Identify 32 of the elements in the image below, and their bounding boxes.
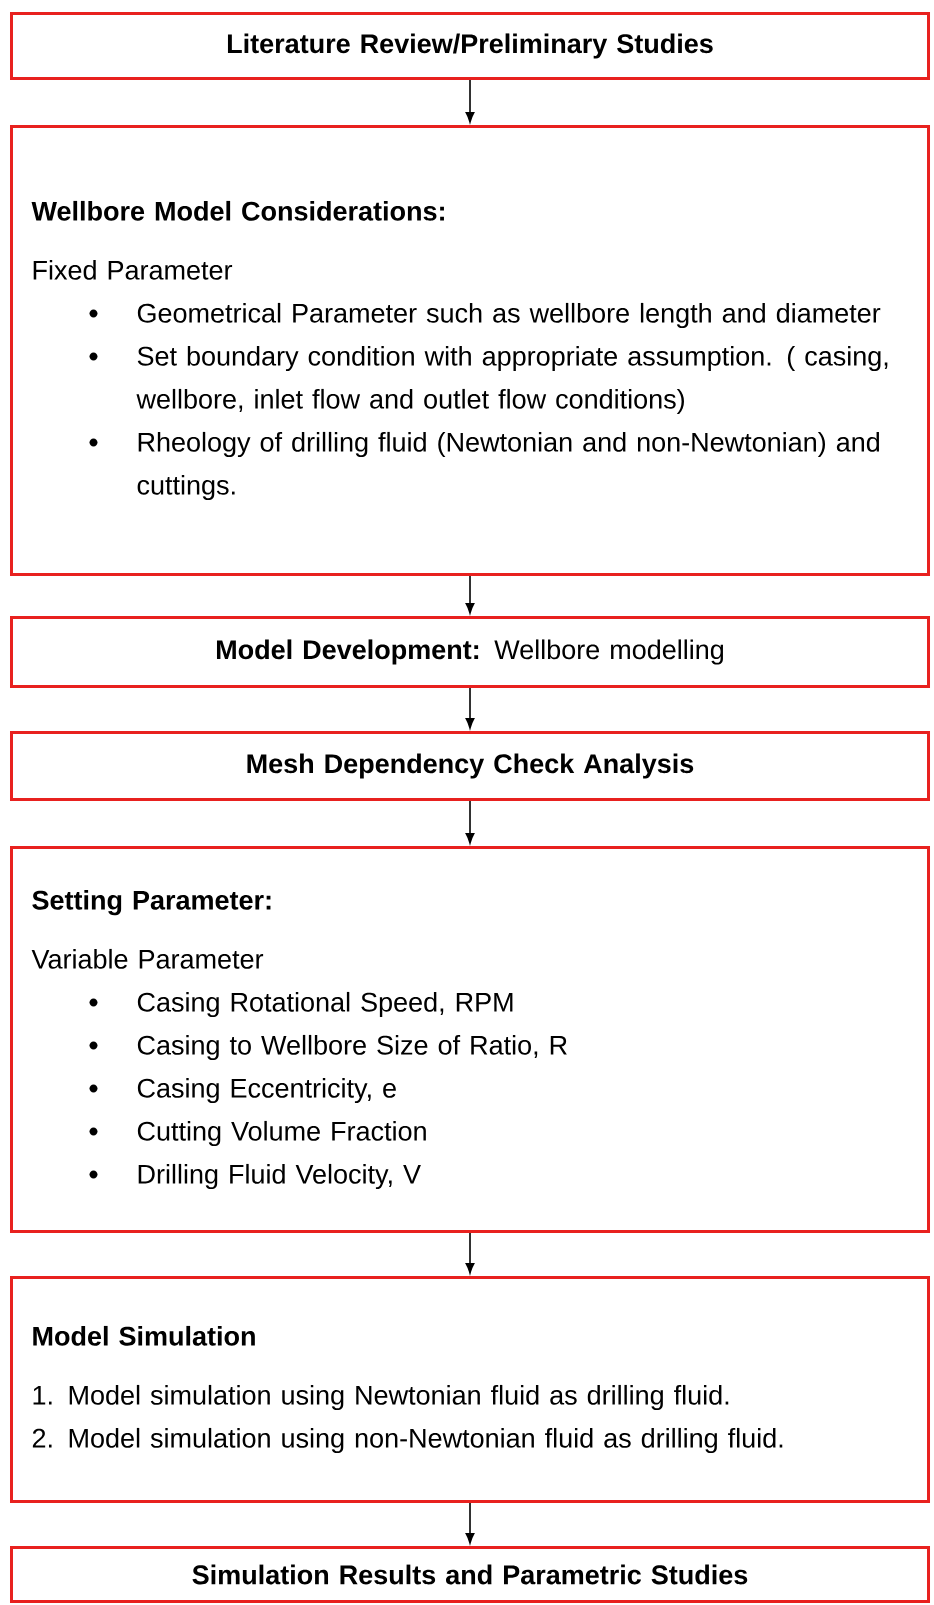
numbered-item: 2. Model simulation using non-Newtonian fluid as drilling fluid. (32, 1427, 783, 1454)
bullet-item: Cutting Volume Fraction (89, 1120, 426, 1147)
box-title: Mesh Dependency Check Analysis (247, 753, 694, 779)
bullet-item: Rheology of drilling fluid (Newtonian and non-Newtonian) and cuttings. (89, 431, 880, 501)
arrow (465, 575, 475, 614)
bullet-item: Set boundary condition with appropriate assumption. ( casing, wellbore, inlet flow and outlet flow conditions) (89, 345, 888, 415)
bullet-item: Drilling Fluid Velocity, V (89, 1163, 421, 1190)
arrow (465, 800, 475, 844)
list-intro: Variable Parameter (31, 948, 264, 969)
process-box (10, 12, 930, 80)
arrow (465, 687, 475, 729)
box-text: Model Development: Wellbore modelling (217, 639, 724, 665)
box-heading: Model Simulation (33, 1325, 255, 1346)
box-heading: Wellbore Model Considerations: (31, 200, 444, 221)
process-box (10, 125, 930, 576)
process-box (10, 616, 930, 688)
process-box (10, 731, 930, 801)
process-box (10, 1546, 930, 1603)
box-title: Literature Review/Preliminary Studies (227, 33, 713, 59)
arrow (465, 1232, 475, 1274)
bullet-item: Casing to Wellbore Size of Ratio, R (89, 1034, 567, 1061)
bullet-item: Casing Eccentricity, e (89, 1077, 396, 1104)
arrow (465, 79, 475, 123)
process-box (10, 1276, 930, 1503)
process-box (10, 846, 930, 1233)
bullet-item: Geometrical Parameter such as wellbore length and diameter (89, 302, 881, 329)
bullet-item: Casing Rotational Speed, RPM (89, 991, 513, 1018)
box-heading: Setting Parameter: (32, 889, 271, 916)
list-intro: Fixed Parameter (33, 259, 233, 280)
arrow (465, 1502, 475, 1544)
numbered-item: 1. Model simulation using Newtonian fluid as drilling fluid. (33, 1384, 729, 1411)
box-title: Simulation Results and Parametric Studies (192, 1564, 748, 1585)
